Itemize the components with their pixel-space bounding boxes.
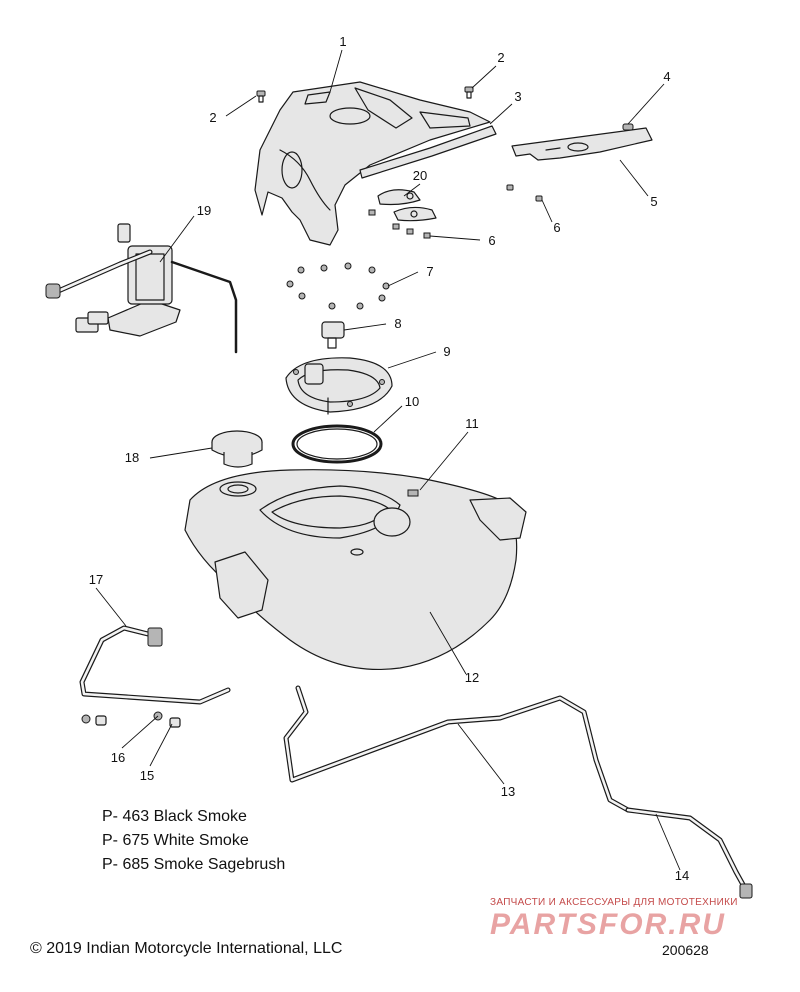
callout-6-right: 6 (553, 220, 560, 235)
callout-10: 10 (405, 394, 419, 409)
callout-14: 14 (675, 868, 689, 883)
part-fuel-pump-assembly (45, 223, 238, 354)
callout-18: 18 (125, 450, 139, 465)
part-connector (321, 321, 345, 349)
callout-11: 11 (465, 416, 479, 431)
callout-2-left: 2 (209, 110, 216, 125)
part-gasket (291, 424, 383, 464)
callout-17: 17 (89, 572, 103, 587)
callout-1: 1 (339, 34, 346, 49)
legend-line-2: P- 675 White Smoke (102, 832, 249, 849)
part-console-cover (254, 81, 491, 246)
part-fuel-line-long (283, 685, 631, 813)
part-pump-flange (285, 357, 393, 415)
part-vent-line (625, 807, 753, 899)
part-fuel-cap (211, 430, 263, 468)
callout-8: 8 (394, 316, 401, 331)
callout-9: 9 (443, 344, 450, 359)
callout-19: 19 (197, 203, 211, 218)
callout-20: 20 (413, 168, 427, 183)
part-clips (368, 189, 437, 239)
leader-lines (95, 49, 681, 871)
callout-7: 7 (426, 264, 433, 279)
drawing-number: 200628 (662, 942, 709, 958)
legend-line-3: P- 685 Smoke Sagebrush (102, 856, 286, 873)
part-screw-6-right (535, 195, 543, 202)
watermark-tagline: ЗАПЧАСТИ И АКСЕССУАРЫ ДЛЯ МОТОТЕХНИКИ (490, 897, 738, 908)
copyright-notice: © 2019 Indian Motorcycle International, … (30, 940, 343, 957)
callout-13: 13 (501, 784, 515, 799)
callout-15: 15 (140, 768, 154, 783)
part-trim-strip (359, 125, 497, 179)
legend-line-1: P- 463 Black Smoke (102, 808, 247, 825)
callout-16: 16 (111, 750, 125, 765)
callouts: 1 2 2 3 4 5 6 6 7 8 9 10 11 12 13 14 15 … (89, 34, 689, 883)
part-fuel-line-short (79, 625, 231, 705)
callout-12: 12 (465, 670, 479, 685)
watermark-logo: PARTSFOR.RU (490, 908, 726, 941)
part-fuel-tank (184, 469, 527, 671)
part-fittings (81, 711, 181, 728)
callout-6-left: 6 (488, 233, 495, 248)
part-nut-ring (286, 262, 390, 310)
part-fastener-4 (622, 123, 634, 131)
part-bracket-plate (511, 127, 653, 161)
part-screw-right (464, 86, 474, 99)
callout-5: 5 (650, 194, 657, 209)
callout-3: 3 (514, 89, 521, 104)
callout-4: 4 (663, 69, 670, 84)
part-screw-6-small (506, 184, 514, 191)
callout-2-right: 2 (497, 50, 504, 65)
part-screw-left (256, 90, 266, 103)
